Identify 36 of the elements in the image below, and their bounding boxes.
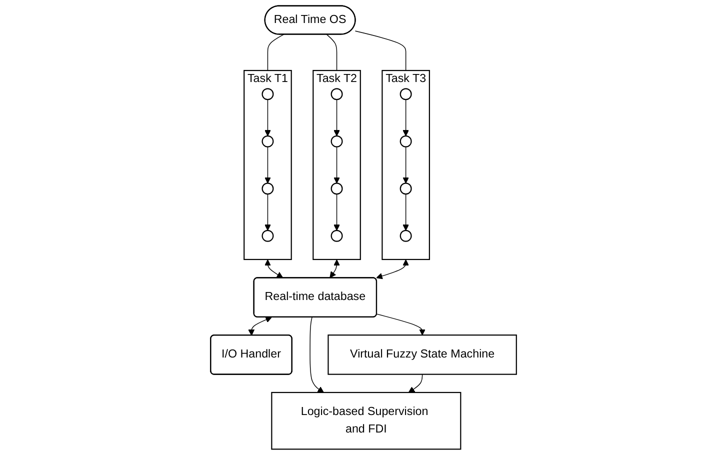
node-circle: [400, 135, 412, 148]
arrow: [310, 316, 324, 393]
node-circle: [262, 230, 274, 242]
node-circle: [262, 135, 274, 148]
arrow: [334, 194, 340, 231]
connector: [326, 34, 338, 71]
cluster: [244, 70, 292, 260]
arrow: [264, 146, 271, 184]
connector: [267, 34, 285, 71]
arrow: [376, 314, 426, 336]
connector: [354, 30, 406, 71]
arrow: [402, 194, 410, 231]
node-circle: [330, 135, 343, 148]
arrow: [330, 259, 340, 278]
arrow: [402, 146, 410, 184]
node-box: [328, 334, 517, 375]
node-circle: [262, 88, 274, 100]
node-circle: [330, 230, 343, 242]
cluster: [312, 70, 361, 260]
cluster: [382, 70, 430, 260]
arrow: [334, 146, 340, 184]
node-circle: [262, 182, 274, 195]
node-box: [271, 392, 462, 450]
node-circle: [330, 182, 343, 195]
arrow: [408, 374, 423, 393]
node-circle: [400, 230, 412, 242]
arrow: [248, 316, 272, 336]
arrow: [376, 259, 410, 280]
node-circle: [330, 88, 343, 100]
arrow: [402, 99, 410, 136]
node-circle: [400, 182, 412, 195]
arrow: [264, 194, 271, 231]
arrow: [264, 259, 284, 278]
arrow: [264, 99, 271, 136]
node-circle: [400, 88, 412, 100]
arrow: [334, 99, 340, 136]
